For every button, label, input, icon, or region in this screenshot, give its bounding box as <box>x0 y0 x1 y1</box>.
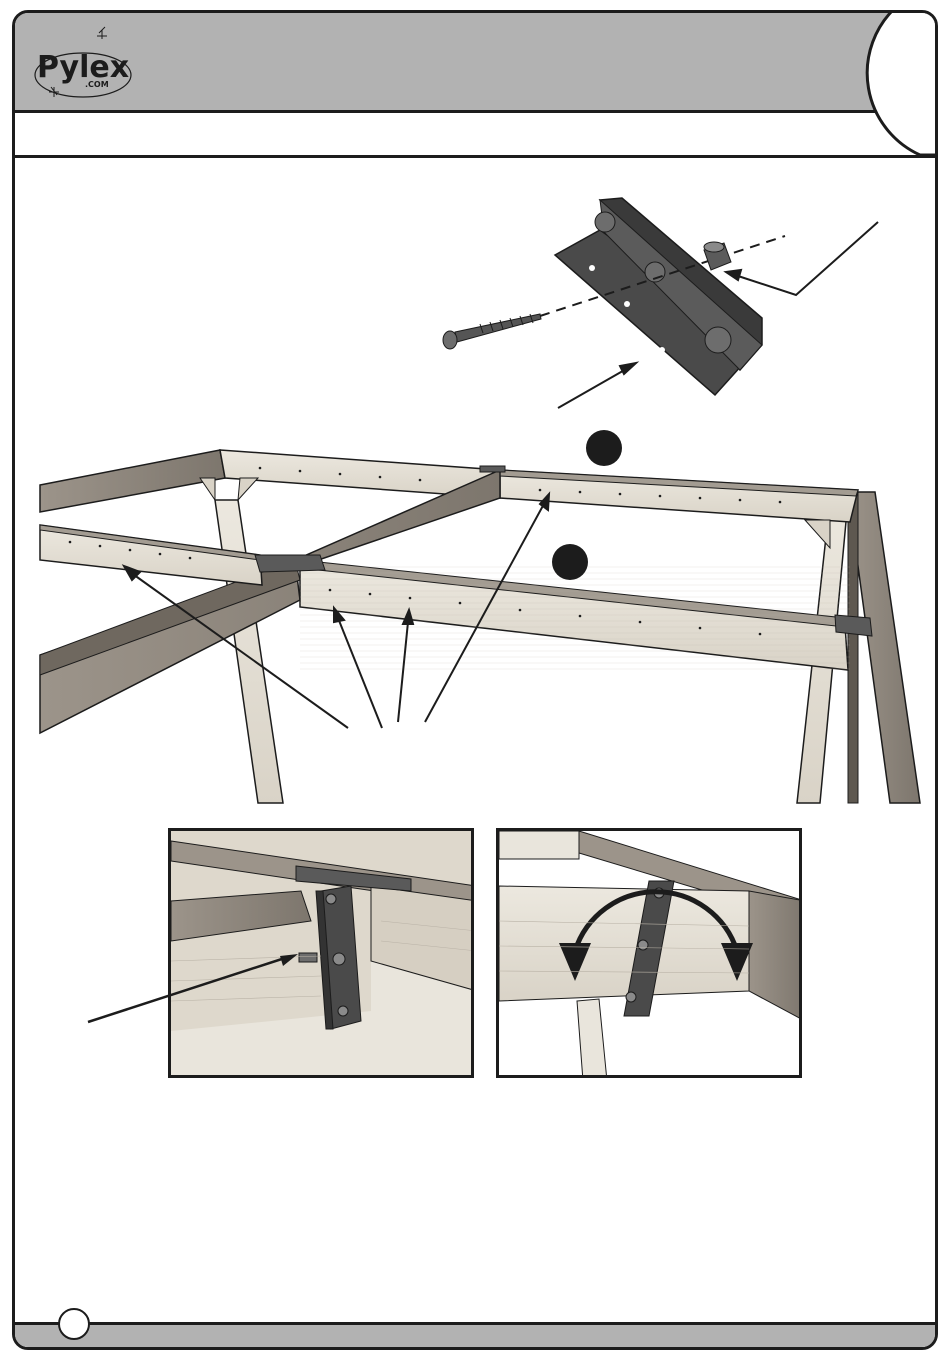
post-left <box>215 500 283 803</box>
center-plate <box>255 555 325 572</box>
spacer-sleeve <box>704 242 731 270</box>
inset-bracket-attach <box>168 828 474 1078</box>
lag-screw <box>443 314 541 349</box>
post-corner <box>848 492 920 803</box>
inset-bracket-rotate <box>496 828 802 1078</box>
beam-back-left <box>40 450 225 512</box>
callout-dot-2 <box>552 544 588 580</box>
corner-plate <box>835 615 872 636</box>
bracket-exploded <box>555 198 762 395</box>
callout-dot-1 <box>586 430 622 466</box>
